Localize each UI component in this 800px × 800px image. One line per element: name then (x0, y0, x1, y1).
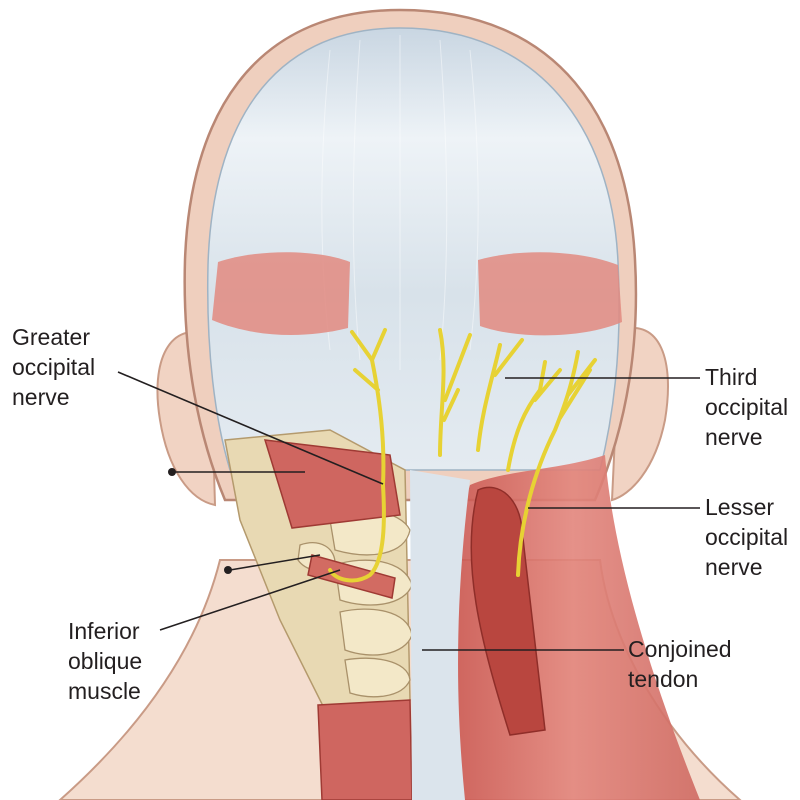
label-conjoined-tendon: Conjoined tendon (628, 636, 732, 692)
label-inferior-oblique-muscle: Inferior oblique muscle (68, 618, 143, 704)
nerve-branches (328, 328, 597, 583)
right-occipitalis-muscle (478, 252, 622, 336)
greater-occipital-nerve (350, 330, 386, 487)
semispinalis-capitis-right (470, 486, 546, 736)
third-occipital-nerve (476, 343, 502, 452)
leader-lines (117, 371, 700, 651)
left-occipitalis-muscle (212, 252, 350, 335)
label-lesser-occipital-nerve: Lesser occipital nerve (705, 494, 789, 580)
semispinalis-capitis-left (263, 439, 401, 529)
leader-left-aux-2 (229, 554, 321, 571)
marker-dot (224, 566, 232, 574)
lesser-occipital-nerve (516, 350, 580, 577)
label-greater-occipital-nerve: Greater occipital nerve (12, 324, 96, 410)
ligamentum-nuchae (410, 470, 470, 800)
marker-dot (168, 468, 176, 476)
leader-inferior-oblique-muscle (159, 569, 341, 631)
galea-aponeurosis (206, 27, 620, 471)
leader-greater-occipital-nerve (117, 371, 384, 485)
lower-neck-muscle-left (317, 699, 413, 800)
label-third-occipital-nerve: Third occipital nerve (705, 364, 789, 450)
inferior-oblique-muscle (307, 554, 396, 599)
